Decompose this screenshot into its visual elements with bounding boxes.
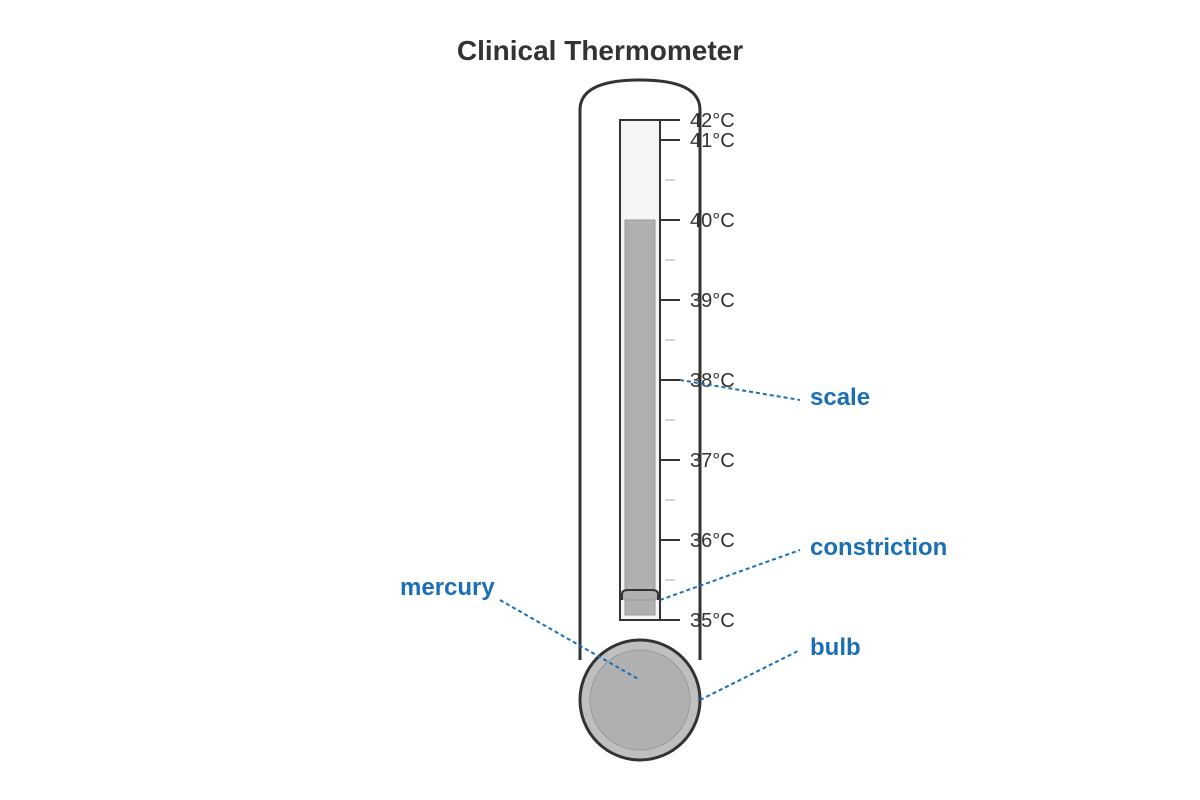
- tick-label: 41°C: [690, 130, 735, 152]
- bulb-callout-line: [699, 649, 801, 701]
- diagram-title: Clinical Thermometer: [457, 35, 743, 66]
- constriction: [621, 589, 659, 600]
- tick-label: 42°C: [690, 110, 735, 132]
- tick-label: 39°C: [690, 290, 735, 312]
- scale-label: scale: [810, 384, 870, 411]
- bulb-inner: [589, 649, 691, 751]
- mercury-callout-line: [499, 599, 641, 681]
- mercury-below-constriction: [624, 599, 656, 616]
- scale-callout-line: [679, 379, 801, 401]
- constriction-callout-line: [659, 549, 801, 601]
- tick-label: 40°C: [690, 210, 735, 232]
- mercury-label: mercury: [400, 574, 495, 601]
- tick-label: 38°C: [690, 370, 735, 392]
- scale-group: 42°C41°C 40°C 39°C 38°C 37°C 36°C 35°C: [660, 110, 735, 632]
- mercury-column: [624, 219, 656, 591]
- tick-label: 35°C: [690, 610, 735, 632]
- bulb-label: bulb: [810, 634, 861, 661]
- constriction-label: constriction: [810, 534, 947, 561]
- tick-label: 36°C: [690, 530, 735, 552]
- tick-label: 37°C: [690, 450, 735, 472]
